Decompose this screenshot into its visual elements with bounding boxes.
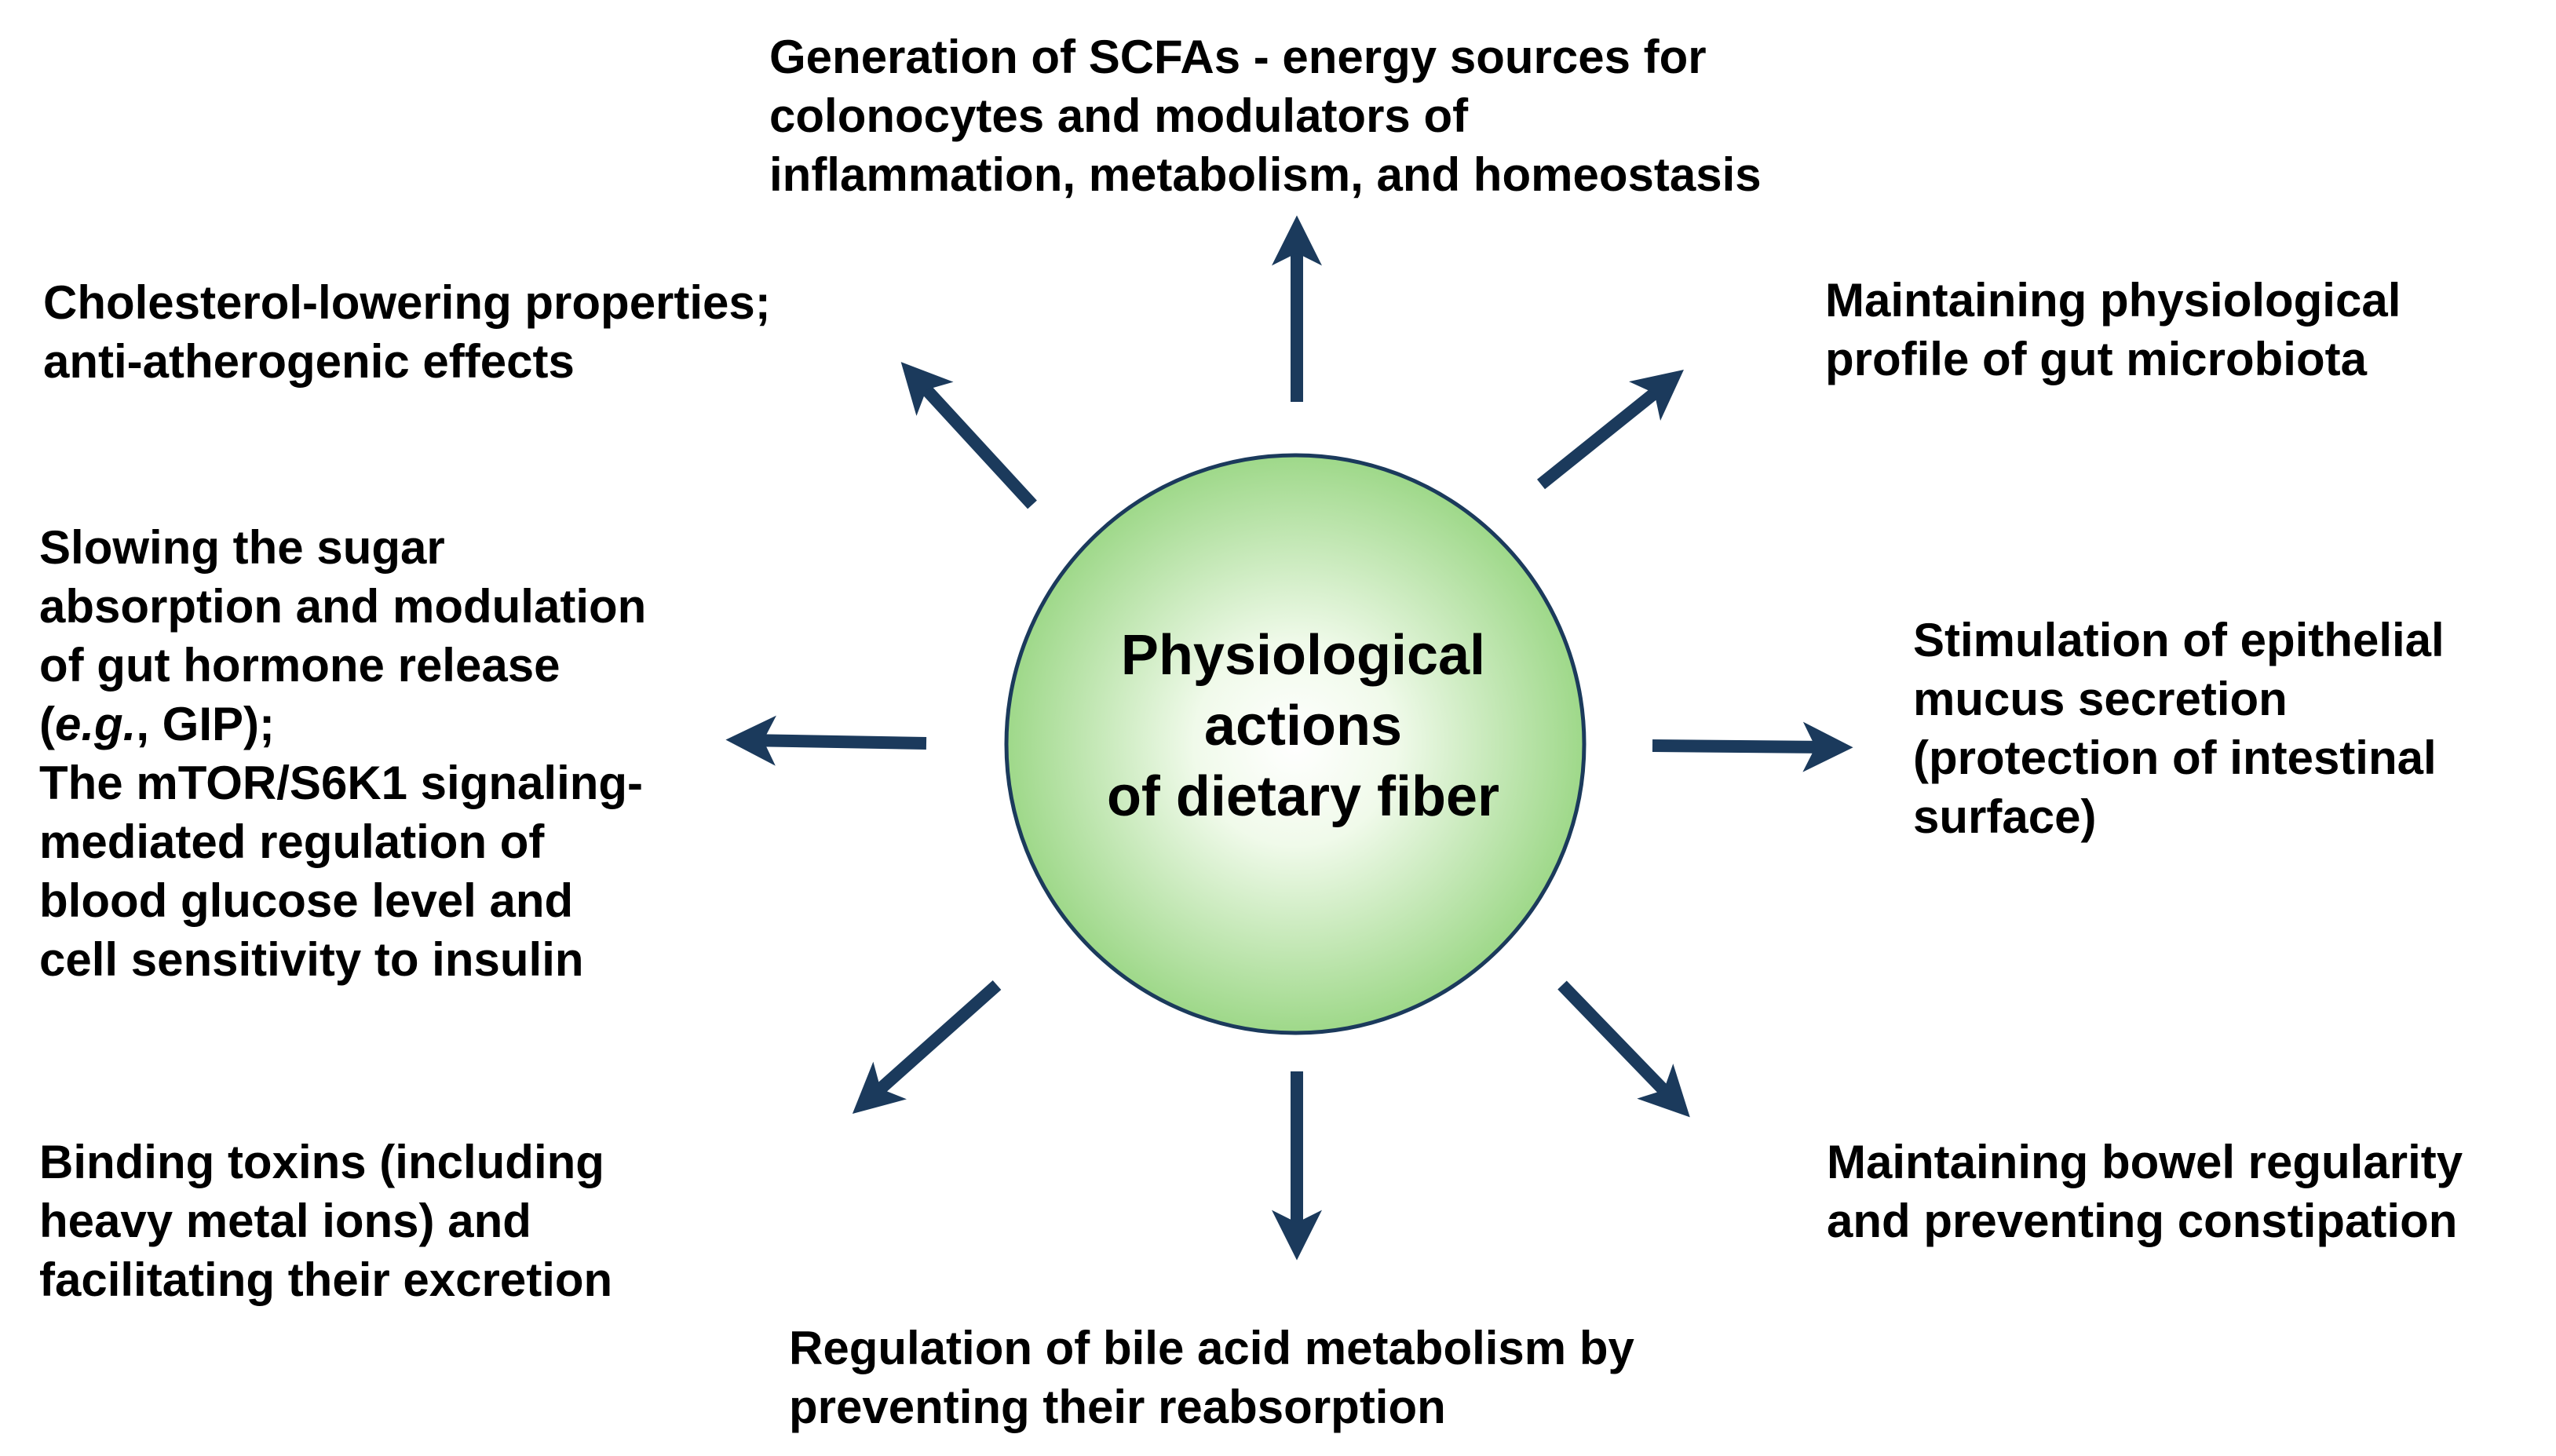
label-line: colonocytes and modulators of — [769, 89, 1469, 142]
center-title-line: actions — [1203, 695, 1403, 757]
label-line: heavy metal ions) and — [39, 1195, 531, 1247]
label-line: cell sensitivity to insulin — [39, 933, 584, 986]
label-line: and preventing constipation — [1827, 1195, 2458, 1247]
label-line: Cholesterol-lowering properties; — [43, 276, 771, 329]
center-title-line: of dietary fiber — [1106, 765, 1500, 828]
label-line: absorption and modulation — [39, 580, 647, 633]
label-line: Generation of SCFAs - energy sources for — [769, 31, 1707, 83]
effect-bowel-regularity: Maintaining bowel regularity and prevent… — [1827, 1133, 2533, 1250]
effect-bile-acid-regulation: Regulation of bile acid metabolism by pr… — [789, 1319, 1790, 1436]
arrow-right — [1652, 721, 1853, 772]
center-title: Physiological actions of dietary fiber — [1013, 620, 1594, 832]
label-line: Slowing the sugar — [39, 521, 445, 574]
label-line: Stimulation of epithelial — [1913, 614, 2445, 666]
effect-cholesterol-lowering: Cholesterol-lowering properties; anti-at… — [43, 273, 828, 391]
arrow-left — [725, 715, 927, 766]
label-line: Binding toxins (including — [39, 1136, 604, 1188]
label-line: surface) — [1913, 790, 2097, 843]
label-line: blood glucose level and — [39, 874, 574, 927]
label-line: anti-atherogenic effects — [43, 335, 575, 388]
label-line: inflammation, metabolism, and homeostasi… — [769, 148, 1762, 201]
label-line: Maintaining physiological — [1825, 274, 2401, 327]
center-circle — [1004, 453, 1587, 1035]
effect-gut-microbiota: Maintaining physiological profile of gut… — [1825, 271, 2532, 389]
label-emphasis: e.g. — [54, 698, 137, 750]
label-line: (e.g., GIP); — [39, 698, 276, 750]
center-title-line: Physiological — [1120, 624, 1486, 687]
label-line: profile of gut microbiota — [1825, 333, 2367, 385]
label-line: mucus secretion — [1913, 673, 2288, 725]
arrow-down-right — [1557, 980, 1690, 1118]
label-line: Maintaining bowel regularity — [1827, 1136, 2463, 1188]
label-line-rest: , GIP); — [136, 698, 276, 750]
effect-mucus-secretion: Stimulation of epithelial mucus secretio… — [1913, 611, 2533, 846]
label-line: preventing their reabsorption — [789, 1381, 1446, 1433]
label-line: mediated regulation of — [39, 816, 545, 868]
label-line: Regulation of bile acid metabolism by — [789, 1322, 1634, 1374]
label-line: (protection of intestinal — [1913, 732, 2437, 784]
arrow-down-left — [852, 980, 1002, 1115]
label-line: facilitating their excretion — [39, 1253, 613, 1306]
effect-scfa-generation: Generation of SCFAs - energy sources for… — [769, 27, 1790, 204]
arrow-up-left — [900, 362, 1037, 509]
effect-toxin-binding: Binding toxins (including heavy metal io… — [39, 1133, 738, 1309]
arrow-up-right — [1536, 369, 1684, 490]
effect-sugar-absorption: Slowing the sugar absorption and modulat… — [39, 518, 683, 989]
label-line: of gut hormone release — [39, 639, 560, 692]
label-line: The mTOR/S6K1 signaling- — [39, 757, 644, 809]
